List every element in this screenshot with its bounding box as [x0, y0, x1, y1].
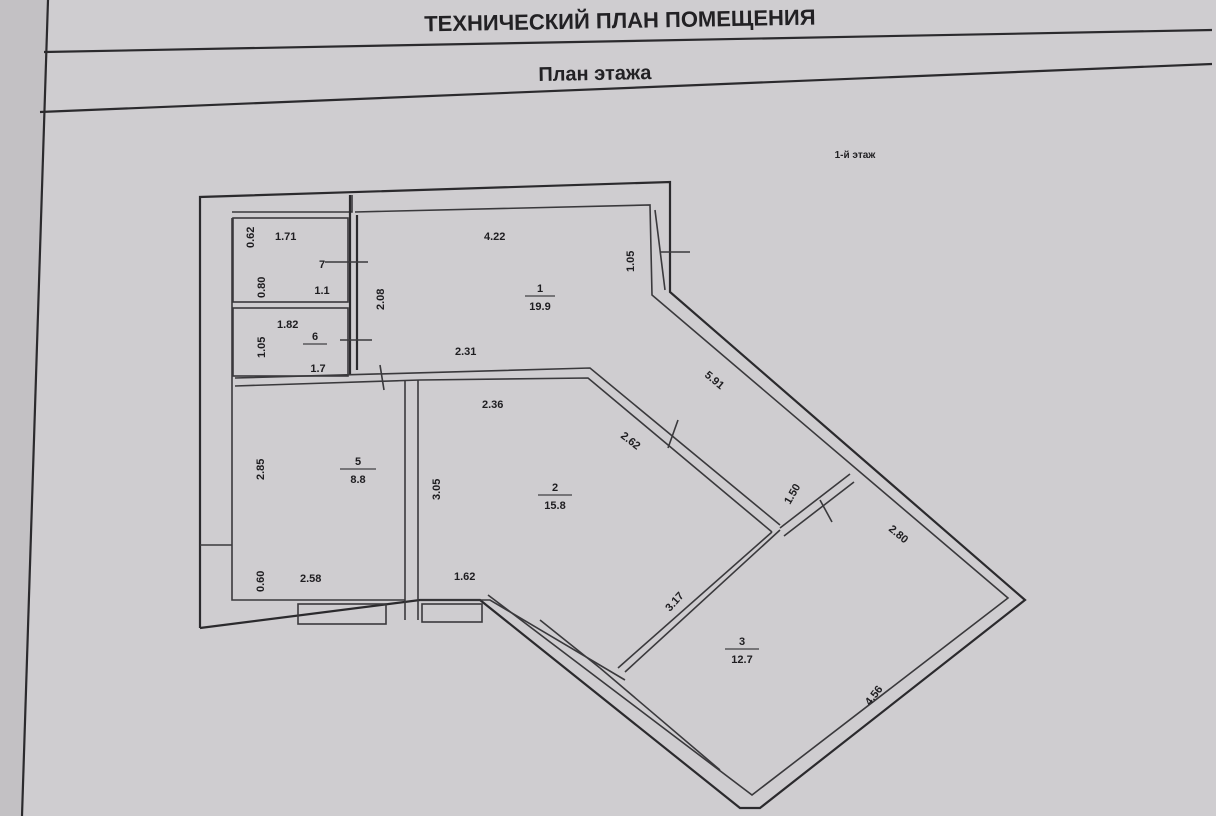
dim: 0.62	[245, 227, 257, 248]
dim: 2.31	[455, 346, 476, 358]
dim: 1.71	[275, 231, 296, 243]
room-1-label: 1 19.9	[525, 283, 555, 313]
dim: 1.82	[277, 319, 298, 331]
room-number: 5	[355, 456, 361, 468]
room-3-label: 3 12.7	[725, 636, 759, 666]
room-number: 2	[552, 482, 558, 494]
frame-divider-title	[43, 28, 1213, 54]
document-subtitle: План этажа	[538, 62, 652, 86]
room-number: 1	[537, 283, 543, 295]
dim: 2.58	[300, 573, 321, 585]
dim: 2.08	[375, 289, 387, 310]
room-7-label: 7 1.1	[314, 259, 329, 297]
room-number: 6	[312, 331, 318, 343]
dim: 3.05	[431, 479, 443, 500]
dim: 0.60	[255, 571, 267, 592]
dim: 1.05	[625, 251, 637, 272]
room-area: 1.7	[310, 363, 325, 375]
floor-label: 1-й этаж	[835, 150, 877, 161]
room-area: 15.8	[544, 500, 565, 512]
frame-divider-subtitle	[39, 62, 1213, 114]
dim: 4.22	[484, 231, 505, 243]
dim: 0.80	[256, 277, 268, 298]
walls	[198, 180, 1027, 810]
room-6-label: 6 1.7	[303, 331, 327, 375]
room-area: 19.9	[529, 301, 550, 313]
room-2-label: 2 15.8	[538, 482, 572, 512]
room-area: 1.1	[314, 285, 329, 297]
dim: 2.36	[482, 399, 503, 411]
room-number: 7	[319, 259, 325, 271]
dim: 1.62	[454, 571, 475, 583]
room-area: 12.7	[731, 654, 752, 666]
dim: 2.85	[255, 459, 267, 480]
dim: 1.05	[256, 337, 268, 358]
room-5-label: 5 8.8	[340, 456, 376, 486]
frame-left-border	[20, 0, 50, 816]
room-area: 8.8	[350, 474, 365, 486]
room-number: 3	[739, 636, 745, 648]
